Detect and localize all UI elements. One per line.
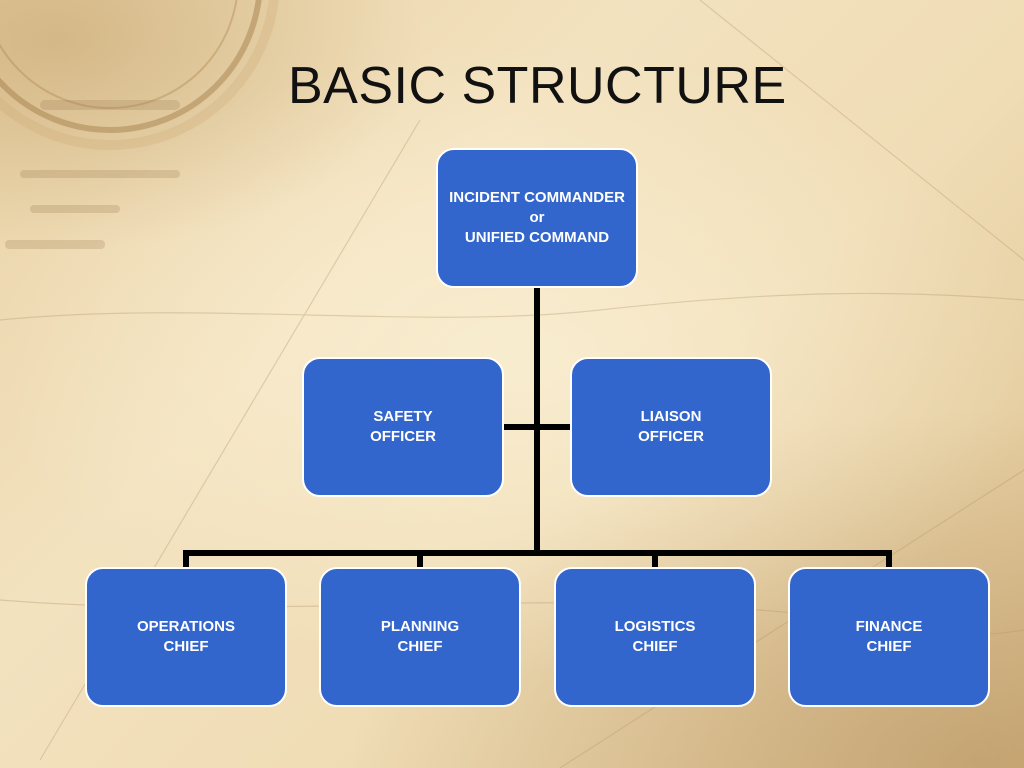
node-label-line: CHIEF bbox=[163, 638, 209, 655]
incident-commander-box: INCIDENT COMMANDER or UNIFIED COMMAND bbox=[436, 148, 638, 288]
node-label-line: CHIEF bbox=[632, 638, 678, 655]
node-label-line: OFFICER bbox=[638, 428, 704, 445]
liaison-officer-box: LIAISON OFFICER bbox=[570, 357, 772, 497]
node-label-line: LOGISTICS bbox=[614, 618, 696, 635]
operations-chief-box: OPERATIONS CHIEF bbox=[85, 567, 287, 707]
node-label-line: INCIDENT COMMANDER bbox=[449, 189, 625, 206]
planning-chief-box: PLANNING CHIEF bbox=[319, 567, 521, 707]
safety-officer-box: SAFETY OFFICER bbox=[302, 357, 504, 497]
node-label-line: or bbox=[529, 209, 545, 226]
node-label-line: UNIFIED COMMAND bbox=[464, 229, 610, 246]
node-label-line: CHIEF bbox=[866, 638, 912, 655]
node-label-line: SAFETY bbox=[373, 408, 433, 425]
finance-chief-box: FINANCE CHIEF bbox=[788, 567, 990, 707]
node-label-line: OPERATIONS bbox=[136, 618, 236, 635]
compass-decoration bbox=[0, 0, 279, 150]
node-label-line: CHIEF bbox=[397, 638, 443, 655]
faded-map-text-decoration bbox=[5, 100, 180, 249]
logistics-chief-box: LOGISTICS CHIEF bbox=[554, 567, 756, 707]
node-label-line: LIAISON bbox=[640, 408, 702, 425]
slide-title: BASIC STRUCTURE bbox=[288, 57, 787, 115]
node-label-line: PLANNING bbox=[380, 618, 460, 635]
node-label-line: FINANCE bbox=[855, 618, 923, 635]
node-label-line: OFFICER bbox=[370, 428, 436, 445]
